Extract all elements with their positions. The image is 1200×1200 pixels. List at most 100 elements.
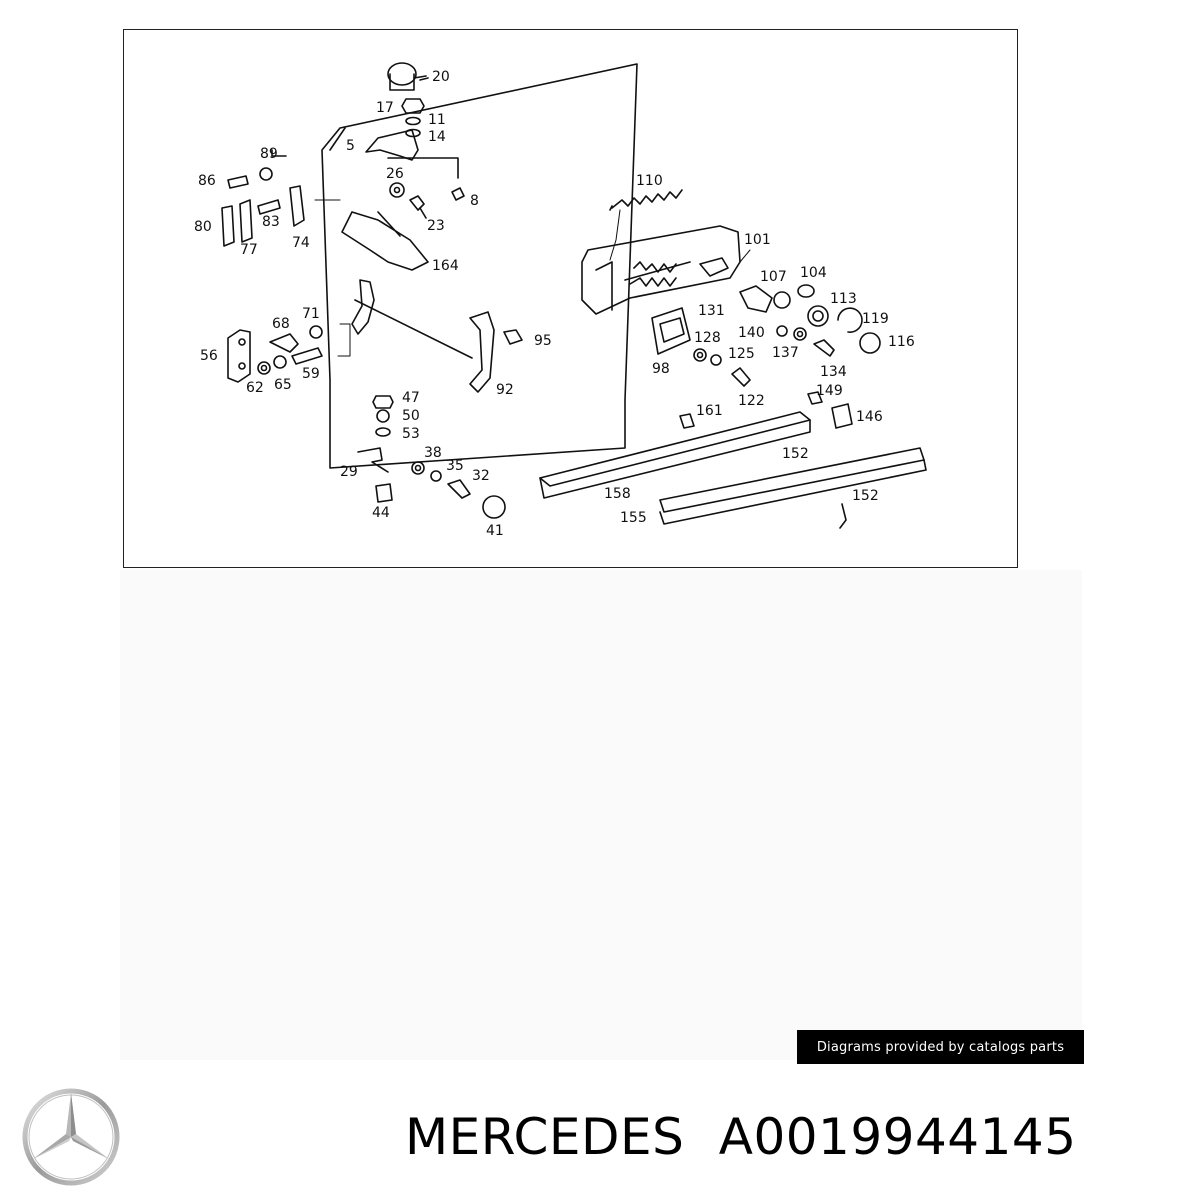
part-number: A0019944145 <box>718 1108 1077 1166</box>
screw-part <box>291 347 323 365</box>
grip-part <box>469 311 495 393</box>
bolt-part <box>227 175 249 189</box>
callout-label: 161 <box>696 403 723 419</box>
callout-label: 23 <box>427 218 445 234</box>
lock-washer-part <box>376 409 390 423</box>
callout-label: 74 <box>292 235 310 251</box>
hinge-part <box>221 205 235 247</box>
callout-label: 44 <box>372 505 390 521</box>
grip-part <box>351 279 375 335</box>
callout-label: 92 <box>496 382 514 398</box>
callout-label: 152 <box>782 446 809 462</box>
bearing-part <box>807 305 829 327</box>
callout-labels: 20 17 11 14 5 89 86 26 8 110 83 80 74 77… <box>194 69 915 539</box>
bolt-part <box>257 199 281 215</box>
callout-label: 62 <box>246 380 264 396</box>
callout-label: 26 <box>386 166 404 182</box>
callout-label: 17 <box>376 100 394 116</box>
callout-label: 128 <box>694 330 721 346</box>
callout-label: 137 <box>772 345 799 361</box>
screw-part <box>813 339 835 357</box>
callout-label: 68 <box>272 316 290 332</box>
wedge-part <box>269 333 299 353</box>
guide-part <box>831 403 853 429</box>
bracket-part <box>365 129 419 161</box>
plug-part <box>375 483 393 503</box>
callout-label: 104 <box>800 265 827 281</box>
callout-label: 8 <box>470 193 479 209</box>
callout-label: 41 <box>486 523 504 539</box>
callout-label: 140 <box>738 325 765 341</box>
washer-part <box>405 116 421 126</box>
screw-part <box>807 391 823 405</box>
hinge-part <box>289 185 305 227</box>
brand-name: MERCEDES <box>405 1108 685 1166</box>
mercedes-star-icon <box>22 1088 120 1186</box>
callout-label: 98 <box>652 361 670 377</box>
callout-label: 152 <box>852 488 879 504</box>
parts-diagram-frame <box>123 29 1018 568</box>
door-panel-outline <box>321 63 638 469</box>
callout-label: 20 <box>432 69 450 85</box>
callout-label: 116 <box>888 334 915 350</box>
washer-part <box>405 128 421 138</box>
pin-part <box>773 291 791 309</box>
callout-label: 146 <box>856 409 883 425</box>
callout-label: 164 <box>432 258 459 274</box>
callout-label: 95 <box>534 333 552 349</box>
callout-label: 53 <box>402 426 420 442</box>
callout-label: 113 <box>830 291 857 307</box>
remote-control-part <box>581 225 741 315</box>
callout-label: 80 <box>194 219 212 235</box>
cap-part <box>482 495 506 519</box>
cap-part <box>859 332 881 354</box>
callout-label: 122 <box>738 393 765 409</box>
screw-part <box>679 413 695 429</box>
callout-label: 71 <box>302 306 320 322</box>
callout-label: 86 <box>198 173 216 189</box>
diagram-credit-banner: Diagrams provided by catalogs parts <box>797 1030 1084 1064</box>
callout-label: 89 <box>260 146 278 162</box>
callout-label: 47 <box>402 390 420 406</box>
spring-part <box>611 189 683 209</box>
callout-label: 35 <box>446 458 464 474</box>
part-title: MERCEDES A0019944145 <box>405 1108 1077 1166</box>
seal-end-part <box>839 503 847 529</box>
screw-part <box>731 367 751 387</box>
callout-label: 107 <box>760 269 787 285</box>
callout-label: 125 <box>728 346 755 362</box>
callout-label: 29 <box>340 464 358 480</box>
callout-label: 149 <box>816 383 843 399</box>
callout-label: 11 <box>428 112 446 128</box>
callout-label: 65 <box>274 377 292 393</box>
callout-label: 131 <box>698 303 725 319</box>
clip-part <box>357 447 389 473</box>
callout-label: 56 <box>200 348 218 364</box>
striker-plate-part <box>227 329 251 383</box>
callout-label: 32 <box>472 468 490 484</box>
callout-label: 110 <box>636 173 663 189</box>
callout-label: 5 <box>346 138 355 154</box>
lever-part <box>739 285 773 313</box>
inner-handle-part <box>341 211 429 271</box>
spring-part <box>633 261 677 273</box>
callout-label: 134 <box>820 364 847 380</box>
seal-rail-part <box>539 411 811 487</box>
callout-label: 83 <box>262 214 280 230</box>
screw-part <box>409 195 425 211</box>
nut-part <box>401 98 425 114</box>
washer-part <box>389 182 405 198</box>
callout-label: 59 <box>302 366 320 382</box>
lock-cylinder-part <box>387 62 429 91</box>
screw-part <box>447 479 471 499</box>
callout-label: 155 <box>620 510 647 526</box>
callout-label: 158 <box>604 486 631 502</box>
callout-label: 38 <box>424 445 442 461</box>
callout-label: 101 <box>744 232 771 248</box>
plate-part <box>651 307 691 355</box>
nut-part <box>372 395 394 409</box>
callout-label: 50 <box>402 408 420 424</box>
callout-label: 77 <box>240 242 258 258</box>
credit-text: Diagrams provided by catalogs parts <box>816 1039 1065 1055</box>
